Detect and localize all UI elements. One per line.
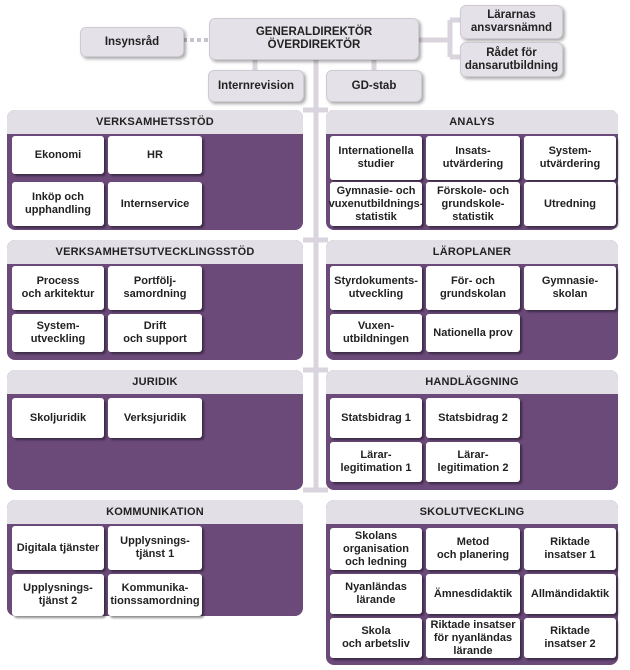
unit-cell: Ekonomi	[12, 136, 104, 174]
unit-cell: Insats- utvärdering	[426, 136, 520, 180]
unit-cell: Upplysnings- tjänst 1	[108, 526, 202, 570]
unit-cell: Riktade insatser 1	[524, 528, 616, 570]
unit-cell: Lärar- legitimation 2	[426, 442, 520, 482]
unit-cell: Inköp och upphandling	[12, 182, 104, 226]
unit-title: VERKSAMHETSUTVECKLINGSSTÖD	[7, 240, 303, 264]
insynsrad-box: Insynsråd	[80, 27, 184, 57]
unit-title: SKOLUTVECKLING	[326, 500, 618, 524]
unit-cell: Gymnasie- skolan	[524, 266, 616, 310]
unit-title: ANALYS	[326, 110, 618, 134]
unit-cell: System- utveckling	[12, 314, 104, 352]
unit-cell: Skola och arbetsliv	[330, 618, 422, 658]
unit-cell: Verksjuridik	[108, 398, 202, 438]
unit-cell: Allmändidaktik	[524, 574, 616, 614]
gdstab-box: GD-stab	[326, 70, 422, 102]
unit-cell: HR	[108, 136, 202, 174]
unit-cell: Internservice	[108, 182, 202, 226]
unit-title: HANDLÄGGNING	[326, 370, 618, 394]
dansradet-box: Rådet för dansarutbildning	[460, 42, 563, 77]
unit-cell: Process och arkitektur	[12, 266, 104, 310]
director-box: GENERALDIREKTÖR ÖVERDIREKTÖR	[209, 18, 419, 60]
unit-cell: Digitala tjänster	[12, 526, 104, 570]
unit-title: KOMMUNIKATION	[7, 500, 303, 524]
unit-cell: System- utvärdering	[524, 136, 616, 180]
unit-cell: Gymnasie- och vuxenutbildnings- statisti…	[329, 182, 423, 226]
unit-cell: För- och grundskolan	[426, 266, 520, 310]
unit-title: VERKSAMHETSSTÖD	[7, 110, 303, 134]
unit-title: JURIDIK	[7, 370, 303, 394]
unit-cell: Nationella prov	[426, 314, 520, 352]
ansvarsnamnd-box: Lärarnas ansvarsnämnd	[460, 5, 563, 39]
unit-cell: Internationella studier	[330, 136, 422, 180]
unit-cell: Riktade insatser för nyanländas lärande	[426, 618, 520, 658]
unit-cell: Utredning	[524, 182, 616, 226]
unit-cell: Vuxen- utbildningen	[330, 314, 422, 352]
unit-cell: Kommunika- tionssamordning	[108, 574, 202, 616]
unit-cell: Statsbidrag 2	[426, 398, 520, 438]
unit-cell: Lärar- legitimation 1	[330, 442, 422, 482]
unit-cell: Portfölj- samordning	[108, 266, 202, 310]
unit-cell: Skoljuridik	[12, 398, 104, 438]
unit-cell: Styrdokuments- utveckling	[330, 266, 422, 310]
unit-cell: Statsbidrag 1	[330, 398, 422, 438]
unit-title: LÄROPLANER	[326, 240, 618, 264]
unit-cell: Förskole- och grundskole- statistik	[426, 182, 520, 226]
unit-cell: Metod och planering	[426, 528, 520, 570]
internrevision-box: Internrevision	[208, 70, 304, 102]
unit-cell: Upplysnings- tjänst 2	[12, 574, 104, 616]
unit-cell: Ämnesdidaktik	[426, 574, 520, 614]
unit-cell: Nyanländas lärande	[330, 574, 422, 614]
unit-cell: Riktade insatser 2	[524, 618, 616, 658]
unit-cell: Skolans organisation och ledning	[330, 528, 422, 570]
unit-cell: Drift och support	[108, 314, 202, 352]
